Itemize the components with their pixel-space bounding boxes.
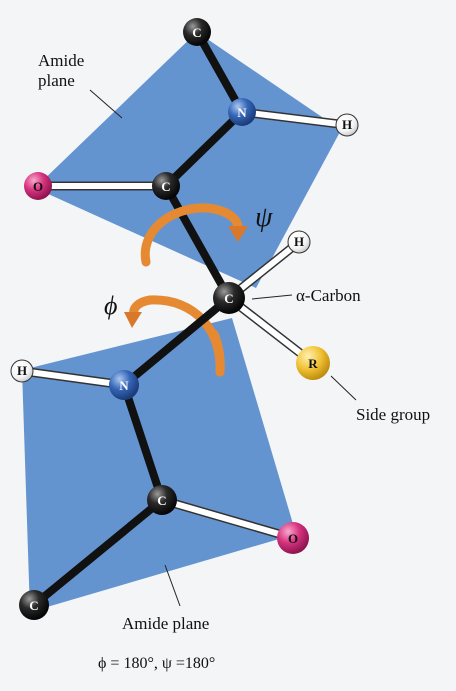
atom-n1-label: N — [237, 105, 247, 120]
atom-h2-label: H — [294, 234, 304, 249]
phi-symbol: ϕ — [104, 291, 117, 320]
atom-h1-label: H — [342, 117, 352, 132]
atom-c2: C — [152, 172, 180, 200]
atom-alpha-carbon-label: C — [224, 291, 233, 306]
amide-plane-top-label-line2: plane — [38, 71, 75, 90]
atom-c3-label: C — [157, 493, 166, 508]
angle-caption: ϕ = 180°, ψ =180° — [98, 655, 215, 672]
atom-o1-label: O — [33, 179, 43, 194]
psi-arrowhead — [228, 226, 248, 242]
atom-r-label: R — [308, 356, 318, 371]
psi-rotation-arrow — [140, 203, 243, 267]
phi-arrow-front — [209, 329, 225, 377]
atom-o1: O — [24, 172, 52, 200]
atom-h3-label: H — [17, 363, 27, 378]
atom-c1-label: C — [192, 25, 201, 40]
amide-plane-top-label-line1: Amide — [38, 51, 84, 70]
atom-h2: H — [287, 230, 311, 254]
atom-o2-label: O — [288, 531, 298, 546]
atom-c4: C — [19, 590, 49, 620]
leader-lines — [89, 89, 357, 607]
atom-r: R — [296, 346, 330, 380]
atom-n2-label: N — [119, 378, 129, 393]
atom-alpha-carbon: C — [213, 282, 245, 314]
amide-plane-bottom-label: Amide plane — [122, 614, 209, 633]
atom-h1: H — [335, 113, 359, 137]
phi-arrowhead — [124, 312, 142, 328]
atom-n1: N — [228, 98, 256, 126]
side-group-label: Side group — [356, 405, 430, 424]
atom-h3: H — [10, 359, 34, 383]
atom-c3: C — [147, 485, 177, 515]
alpha-carbon-label: α-Carbon — [296, 286, 361, 305]
atom-o2: O — [277, 522, 309, 554]
secondary-bonds — [17, 107, 352, 543]
psi-symbol: ψ — [255, 202, 273, 233]
atom-c1: C — [183, 18, 211, 46]
backbone-bonds — [30, 28, 246, 609]
amide-plane-bottom — [22, 318, 296, 612]
atom-n2: N — [109, 370, 139, 400]
atom-c2-label: C — [161, 179, 170, 194]
atom-c4-label: C — [29, 598, 38, 613]
